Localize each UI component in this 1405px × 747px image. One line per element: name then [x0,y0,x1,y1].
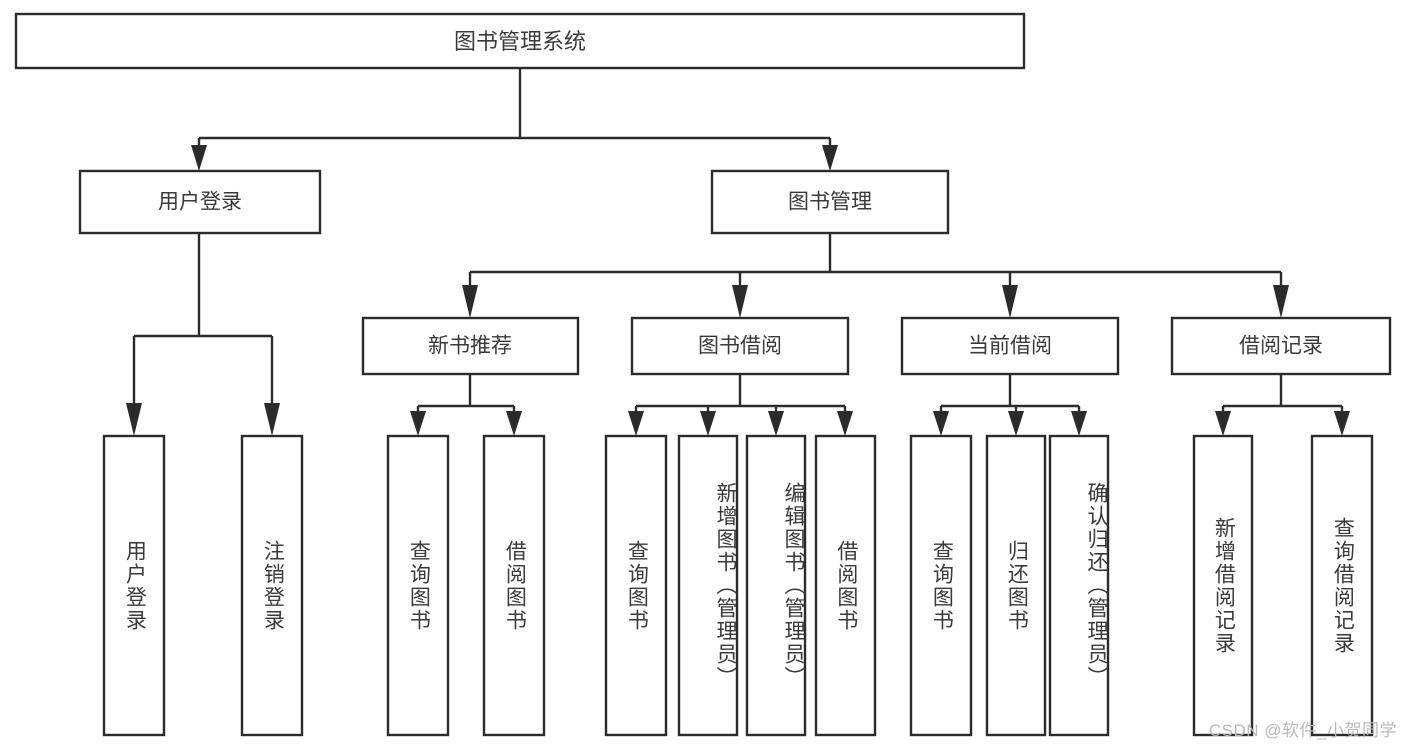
node-leaf-add-borrow-record-rect[interactable] [1192,434,1254,737]
node-leaf-user-login-rect[interactable] [102,434,166,737]
node-leaf-confirm-return-admin-rect[interactable] [1048,434,1110,737]
arrow-head-leaf-return-book [1008,411,1024,436]
node-leaf-edit-book-admin-rect[interactable] [745,434,807,737]
arrow-head-user-login [191,145,207,171]
connector-group-book-management-to-level2 [462,233,1289,318]
node-book-borrow[interactable]: 图书借阅 [630,316,850,376]
node-new-book-recommend-rect[interactable] [361,316,580,376]
connector-group-current-borrow-to-leaves [933,374,1087,436]
csdn-watermark: CSDN @软件_小贺同学 [1208,721,1397,740]
node-leaf-query-book-borrow-rect[interactable] [604,434,668,737]
arrow-head-leaf-query-borrow-record [1334,411,1350,436]
node-borrow-record[interactable]: 借阅记录 [1170,316,1392,376]
node-root[interactable]: 图书管理系统 [14,12,1026,70]
connector-group-root-to-level1 [191,68,838,171]
node-leaf-query-book-current-rect[interactable] [909,434,973,737]
node-current-borrow[interactable]: 当前借阅 [900,316,1120,376]
node-leaf-query-book-recommend-rect[interactable] [386,434,450,737]
node-book-borrow-rect[interactable] [630,316,850,376]
node-borrow-record-label: 借阅记录 [1239,335,1323,358]
arrow-head-book-borrow [732,285,748,318]
arrow-head-leaf-query-book-recommend [410,411,426,436]
connector-group-book-borrow-to-leaves [628,374,853,436]
node-leaf-query-borrow-record-rect[interactable] [1310,434,1374,737]
node-borrow-record-rect[interactable] [1170,316,1392,376]
node-leaf-borrow-book-recommend-rect[interactable] [482,434,546,737]
node-book-management-label: 图书管理 [788,191,872,214]
node-user-login-rect[interactable] [78,169,322,235]
arrow-head-new-book-recommend [462,285,478,318]
node-leaf-borrow-book-rect[interactable] [814,434,877,737]
arrow-head-leaf-user-login [126,403,142,436]
node-user-login-label: 用户登录 [158,191,242,214]
node-new-book-recommend[interactable]: 新书推荐 [361,316,580,376]
arrow-head-book-management [822,145,838,171]
node-leaf-add-book-admin-rect[interactable] [677,434,739,737]
arrow-head-leaf-edit-book-admin [768,411,784,436]
connector-group-user-login-to-leaves [126,233,280,436]
arrow-head-leaf-add-book-admin [700,411,716,436]
arrow-head-leaf-logout-login [264,403,280,436]
node-leaf-logout-login-rect[interactable] [240,434,304,737]
arrow-head-current-borrow [1002,285,1018,318]
arrow-head-leaf-query-book-borrow [628,411,644,436]
connector-group-new-book-recommend-to-leaves [410,374,522,436]
node-current-borrow-rect[interactable] [900,316,1120,376]
node-root-rect[interactable] [14,12,1026,70]
arrow-head-leaf-borrow-book [837,411,853,436]
node-new-book-recommend-label: 新书推荐 [428,335,512,358]
arrow-head-leaf-borrow-book-recommend [506,411,522,436]
node-book-borrow-label: 图书借阅 [698,335,782,358]
arrow-head-leaf-query-book-current [933,411,949,436]
connector-group-borrow-record-to-leaves [1215,374,1350,436]
node-leaf-return-book-rect[interactable] [985,434,1047,737]
node-book-management-rect[interactable] [710,169,950,235]
node-root-label: 图书管理系统 [454,29,586,54]
arrow-head-borrow-record [1273,285,1289,318]
node-current-borrow-label: 当前借阅 [968,335,1052,358]
node-user-login[interactable]: 用户登录 [78,169,322,235]
arrow-head-leaf-add-borrow-record [1215,411,1231,436]
arrow-head-leaf-confirm-return-admin [1071,411,1087,436]
node-book-management[interactable]: 图书管理 [710,169,950,235]
